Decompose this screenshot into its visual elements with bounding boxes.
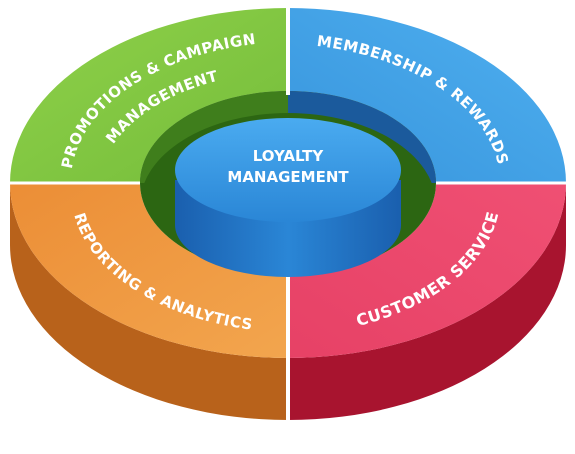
promotions-segment: [10, 8, 288, 183]
reporting-segment: [10, 183, 288, 358]
reporting-side-wall: [10, 183, 288, 420]
ring-side-walls: [10, 183, 566, 420]
hub-cylinder: LOYALTY MANAGEMENT: [175, 118, 401, 277]
hub-title-line2: MANAGEMENT: [227, 168, 349, 186]
customer-service-side-wall: [288, 183, 566, 420]
hub-top: [175, 118, 401, 222]
membership-segment: [288, 8, 566, 183]
hub-title-line1: LOYALTY: [253, 147, 325, 165]
segment-dividers: [0, 0, 575, 432]
customer-service-segment: [288, 183, 566, 358]
ring-top-faces: [10, 8, 566, 358]
